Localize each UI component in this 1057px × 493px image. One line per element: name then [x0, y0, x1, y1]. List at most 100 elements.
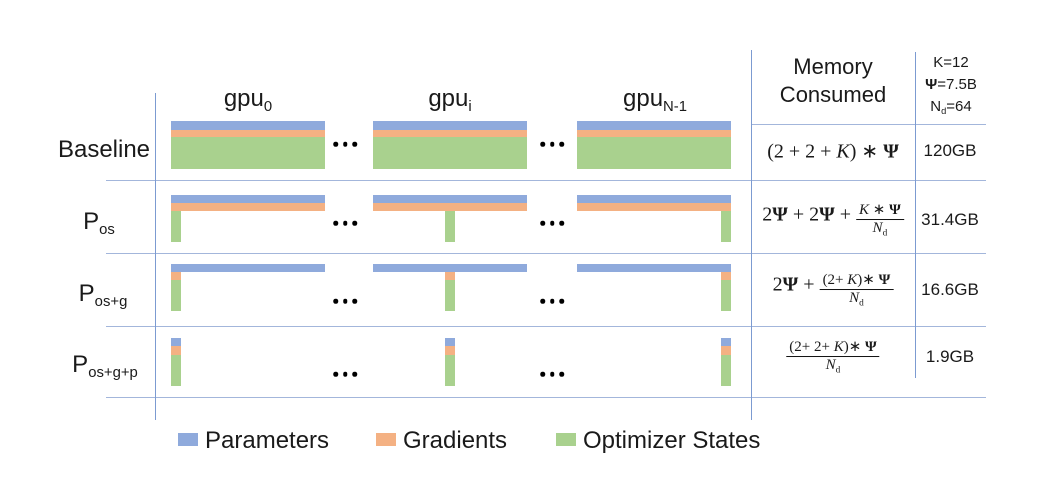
segment-gradients	[373, 203, 527, 211]
text-token: N	[825, 356, 836, 373]
legend-swatch-optimizer-states	[556, 433, 576, 446]
segment-parameters	[373, 264, 527, 272]
text-token: Ψ	[889, 202, 901, 219]
text-token: +	[834, 203, 856, 226]
dot	[352, 141, 357, 147]
segment-gradients	[721, 272, 731, 280]
legend-label: Gradients	[403, 427, 508, 454]
text-token: Ψ	[925, 75, 938, 93]
text-token: 2	[762, 203, 773, 226]
text-token: (2+	[822, 272, 848, 289]
dot	[549, 298, 555, 304]
dot	[342, 220, 348, 226]
memory-header-line2: Consumed	[779, 82, 887, 107]
text-token: )∗	[843, 339, 866, 356]
memory-value: 1.9GB	[925, 347, 975, 366]
legend-label: Parameters	[205, 427, 330, 454]
fraction-numerator: (2+ K)∗ Ψ	[820, 272, 894, 289]
segment-optimizer-states	[171, 355, 181, 386]
text-token: d	[941, 106, 947, 117]
row-label: Pos	[83, 208, 115, 238]
text-token: ∗	[869, 202, 890, 219]
text-token: K	[833, 339, 844, 356]
text-token: Ψ	[878, 272, 891, 289]
legend-swatch-gradients	[376, 433, 396, 446]
segment-parameters	[577, 264, 731, 272]
text-token: P	[78, 279, 95, 307]
dot	[559, 298, 564, 304]
text-token: =64	[946, 97, 972, 115]
dot	[352, 298, 357, 304]
text-token: os+g	[94, 294, 128, 311]
text-token: )∗	[857, 272, 879, 289]
segment-parameters	[171, 121, 325, 130]
dot	[333, 371, 338, 377]
text-token: Ψ	[782, 273, 799, 296]
dot	[540, 141, 545, 147]
fraction-denominator: Nd	[786, 355, 880, 375]
text-token: P	[72, 350, 89, 378]
segment-optimizer-states	[721, 280, 731, 311]
ellipsis-dots	[333, 298, 357, 304]
segment-parameters	[721, 338, 731, 346]
dot	[540, 220, 545, 226]
gpu-header-label: gpu0	[224, 85, 272, 115]
dot	[333, 141, 338, 147]
text-token: K	[933, 53, 944, 71]
separator-line	[106, 253, 986, 254]
segment-parameters	[577, 195, 731, 203]
fraction-denominator: Nd	[855, 218, 904, 238]
text-token: gpu	[428, 84, 469, 112]
fraction-denominator: Nd	[819, 288, 894, 308]
text-token: + 2	[787, 203, 820, 226]
memory-consumed-header: Memory Consumed	[780, 53, 886, 109]
segment-parameters	[171, 195, 325, 203]
constant-line: Ψ=7.5B	[925, 74, 977, 96]
fraction-numerator: K ∗ Ψ	[856, 202, 904, 219]
text-token: Baseline	[57, 136, 151, 163]
segment-parameters	[373, 195, 527, 203]
text-token: P	[83, 207, 100, 235]
dot	[333, 298, 338, 304]
segment-gradients	[171, 272, 181, 280]
text-token: K	[858, 202, 870, 219]
memory-value: 120GB	[923, 141, 977, 160]
segment-parameters	[373, 121, 527, 130]
segment-optimizer-states	[445, 280, 455, 311]
segment-gradients	[171, 130, 325, 137]
row-label: Baseline	[58, 136, 150, 164]
segment-optimizer-states	[445, 211, 455, 242]
ellipsis-dots	[540, 220, 564, 226]
segment-optimizer-states	[577, 137, 731, 169]
text-token: N	[930, 97, 942, 115]
dot	[559, 220, 564, 226]
segment-gradients	[445, 272, 455, 280]
separator-line	[751, 124, 986, 125]
ellipsis-dots	[540, 141, 564, 147]
text-token: (2 + 2 +	[767, 140, 837, 163]
dot	[333, 220, 338, 226]
memory-value: 31.4GB	[921, 210, 979, 229]
segment-gradients	[171, 203, 325, 211]
text-token: =7.5B	[937, 75, 977, 93]
ellipsis-dots	[333, 141, 357, 147]
segment-parameters	[445, 338, 455, 346]
legend-swatch-parameters	[178, 433, 198, 446]
text-token: =12	[943, 53, 969, 71]
text-token: (2+ 2+	[789, 339, 834, 356]
text-token: os+g+p	[88, 365, 138, 382]
text-token: 2	[772, 273, 783, 296]
dot	[559, 141, 564, 147]
segment-gradients	[373, 130, 527, 137]
segment-gradients	[577, 203, 731, 211]
column-line	[155, 93, 156, 420]
dot	[559, 371, 564, 377]
text-token: os	[99, 222, 115, 239]
row-label: Pos+g+p	[72, 351, 138, 381]
text-token: N	[872, 219, 883, 236]
text-token: K	[836, 140, 850, 163]
ellipsis-dots	[333, 220, 357, 226]
segment-parameters	[171, 338, 181, 346]
